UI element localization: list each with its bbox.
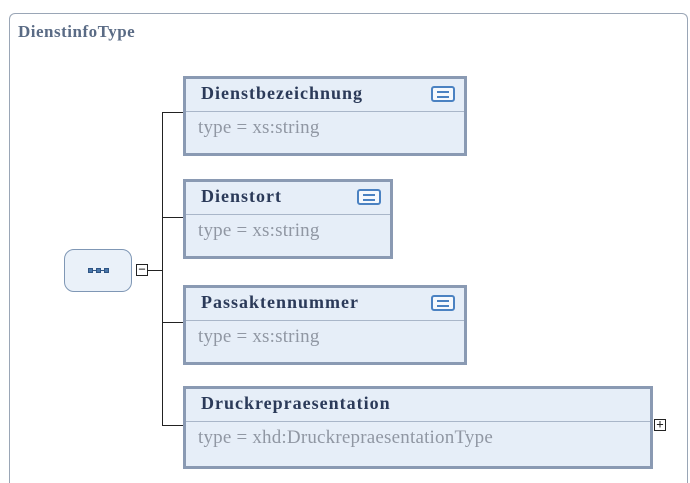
element-druckrepraesentation[interactable]: Druckrepraesentation type = xhd:Druckrep… — [183, 386, 653, 469]
connector-to-dienstbezeichnung — [162, 112, 184, 113]
sequence-compositor[interactable] — [64, 249, 132, 292]
element-type: type = xs:string — [198, 326, 320, 347]
element-dienstbezeichnung[interactable]: Dienstbezeichnung type = xs:string — [183, 76, 467, 156]
connector-seq-to-bus — [148, 270, 162, 271]
element-name: Dienstort — [201, 186, 282, 206]
complex-type-title: DienstinfoType — [18, 22, 136, 41]
expand-toggle[interactable]: + — [654, 418, 666, 431]
connector-to-passaktennummer — [162, 322, 184, 323]
element-type: type = xs:string — [198, 117, 320, 138]
element-name: Passaktennummer — [201, 292, 359, 312]
element-passaktennummer[interactable]: Passaktennummer type = xs:string — [183, 285, 467, 365]
element-type: type = xhd:DruckrepraesentationType — [198, 427, 493, 448]
documentation-icon — [431, 86, 455, 102]
documentation-icon — [431, 295, 455, 311]
complex-type-frame — [9, 13, 688, 483]
connector-to-dienstort — [162, 217, 184, 218]
element-divider — [186, 111, 464, 112]
connector-to-druckrepraesentation — [162, 425, 184, 426]
collapse-toggle[interactable]: − — [136, 263, 148, 276]
element-name: Druckrepraesentation — [201, 393, 391, 413]
element-divider — [186, 421, 650, 422]
element-dienstort[interactable]: Dienstort type = xs:string — [183, 179, 393, 259]
element-divider — [186, 320, 464, 321]
documentation-icon — [357, 189, 381, 205]
connector-vertical-bus — [162, 112, 163, 425]
element-divider — [186, 214, 390, 215]
element-name: Dienstbezeichnung — [201, 83, 364, 103]
element-type: type = xs:string — [198, 220, 320, 241]
